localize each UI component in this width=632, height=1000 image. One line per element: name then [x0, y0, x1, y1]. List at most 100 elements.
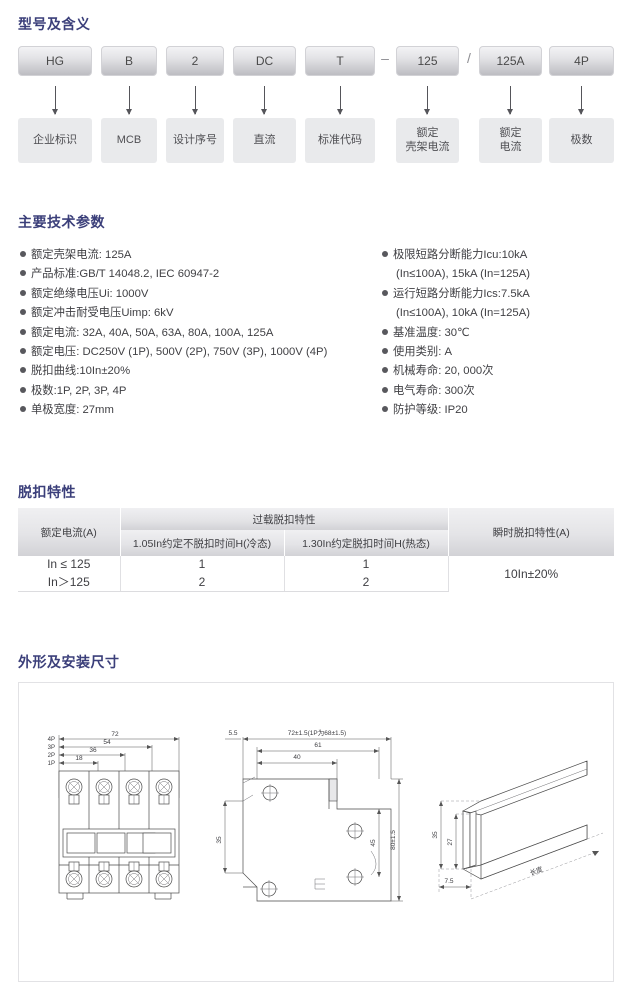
spec-left-text: 单极宽度: 27mm	[31, 404, 114, 417]
cell-cold-time: 1	[120, 556, 285, 572]
spec-left-item: 额定壳架电流: 125A	[20, 246, 370, 265]
bullet-icon	[20, 386, 26, 393]
dim-label-45: 45	[370, 839, 377, 847]
dimension-drawings-container: 72 54 36 18 4P 3P 2P 1P	[18, 682, 614, 982]
meaning-box-125a: 额定 电流	[479, 118, 542, 163]
pole-label-4p: 4P	[48, 737, 55, 743]
spec-left-item: 额定绝缘电压Ui: 1000V	[20, 285, 370, 304]
spec-list-right: 极限短路分断能力Icu:10kA (In≤100A), 15kA (In=125A…	[382, 246, 632, 421]
rail-web	[462, 810, 471, 870]
spec-right-text: 电气寿命: 300次	[393, 384, 475, 397]
dim-label-72: 72	[111, 731, 119, 738]
spec-left-text: 额定壳架电流: 125A	[31, 249, 132, 261]
code-box-hg: HG	[18, 46, 92, 76]
spec-right-item: 基准温度: 30℃	[382, 324, 632, 343]
drawing-front-view: 72 54 36 18 4P 3P 2P 1P	[48, 731, 180, 900]
spec-left-text: 极数:1P, 2P, 3P, 4P	[31, 384, 127, 397]
spec-left-text: 脱扣曲线:10In±20%	[31, 365, 131, 378]
spec-left-text: 额定电流: 32A, 40A, 50A, 63A, 80A, 100A, 125…	[31, 326, 274, 339]
bullet-icon	[20, 309, 26, 316]
spec-right-text: 基准温度: 30℃	[393, 326, 470, 339]
spec-left-item: 额定电流: 32A, 40A, 50A, 63A, 80A, 100A, 125…	[20, 324, 370, 343]
front-top-terminals	[65, 778, 173, 805]
cell-instant-value: 10In±20%	[504, 566, 559, 581]
th-rated-current: 额定电流(A)	[18, 508, 121, 556]
section-title-trip: 脱扣特性	[18, 484, 76, 500]
bullet-icon	[382, 328, 388, 335]
spec-list-left: 额定壳架电流: 125A 产品标准:GB/T 14048.2, IEC 60947…	[20, 246, 370, 421]
meaning-box-4p: 极数	[549, 118, 614, 163]
spec-right-item: 极限短路分断能力Icu:10kA	[382, 246, 632, 265]
dim-label-61: 61	[314, 742, 322, 749]
spec-right-item: 防护等级: IP20	[382, 401, 632, 420]
arrow-down-7	[507, 86, 513, 115]
bullet-icon	[20, 328, 26, 335]
dim-label-35-side: 35	[216, 836, 223, 844]
rail-top-flange	[462, 760, 588, 816]
bullet-icon	[20, 270, 26, 277]
spec-right-text: 防护等级: IP20	[393, 404, 468, 417]
cell-cold-time: 2	[120, 572, 285, 592]
code-box-b: B	[101, 46, 157, 76]
cell-rated-current: In＞125	[18, 572, 121, 592]
bullet-icon	[20, 348, 26, 355]
meaning-box-125: 额定 壳架电流	[396, 118, 459, 163]
section-title-model: 型号及含义	[18, 16, 91, 32]
dimension-drawings-svg: 72 54 36 18 4P 3P 2P 1P	[48, 728, 604, 902]
spec-left-text: 额定绝缘电压Ui: 1000V	[31, 287, 149, 300]
spec-right-continuation: (In≤100A), 10kA (In=125A)	[396, 307, 530, 320]
dim-label-40: 40	[293, 754, 301, 761]
arrow-down-2	[126, 86, 132, 115]
bullet-icon	[382, 348, 388, 355]
arrow-down-6	[424, 86, 430, 115]
dim-label-5-5: 5.5	[228, 730, 237, 737]
bullet-icon	[20, 406, 26, 413]
front-bottom-terminals	[65, 861, 173, 888]
pole-label-1p: 1P	[48, 761, 55, 767]
dim-label-54: 54	[103, 739, 111, 746]
bullet-icon	[382, 289, 388, 296]
spec-left-item: 产品标准:GB/T 14048.2, IEC 60947-2	[20, 265, 370, 284]
spec-right-item: 运行短路分断能力Ics:7.5kA	[382, 285, 632, 304]
dim-label-18: 18	[75, 755, 83, 762]
spec-right-text: 机械寿命: 20, 000次	[393, 365, 494, 378]
spec-right-text: 使用类别: A	[393, 346, 453, 359]
spec-left-item: 单极宽度: 27mm	[20, 401, 370, 420]
code-box-125: 125	[396, 46, 459, 76]
bullet-icon	[20, 251, 26, 257]
separator-slash: /	[467, 50, 471, 66]
dim-label-rail-27: 27	[447, 838, 454, 846]
spec-left-item: 脱扣曲线:10In±20%	[20, 362, 370, 381]
section-title-dimensions: 外形及安装尺寸	[18, 654, 120, 670]
spec-left-text: 额定冲击耐受电压Uimp: 6kV	[31, 307, 174, 320]
bullet-icon	[20, 367, 26, 374]
arrow-down-1	[52, 86, 58, 115]
th-overload-group: 过载脱扣特性	[120, 508, 449, 530]
spec-right-continuation: (In≤100A), 15kA (In=125A)	[396, 268, 530, 281]
meaning-box-hg: 企业标识	[18, 118, 92, 163]
code-box-4p: 4P	[549, 46, 614, 76]
spec-right-item: 使用类别: A	[382, 343, 632, 362]
cell-rated-current: In ≤ 125	[18, 556, 121, 572]
dim-label-rail-7-5: 7.5	[444, 878, 453, 885]
pole-label-2p: 2P	[48, 753, 55, 759]
separator-dash: –	[381, 50, 389, 66]
front-dim-arrowheads	[59, 737, 179, 765]
pole-label-3p: 3P	[48, 745, 55, 751]
meaning-box-dc: 直流	[233, 118, 296, 163]
spec-left-text: 额定电压: DC250V (1P), 500V (2P), 750V (3P),…	[31, 346, 328, 359]
bullet-icon	[382, 406, 388, 413]
spec-left-text: 产品标准:GB/T 14048.2, IEC 60947-2	[31, 268, 220, 281]
dim-label-80: 80±1.5	[390, 830, 397, 850]
bullet-icon	[20, 289, 26, 296]
meaning-box-b: MCB	[101, 118, 157, 163]
code-box-t: T	[305, 46, 375, 76]
bullet-icon	[382, 367, 388, 374]
arrow-down-4	[261, 86, 267, 115]
arrow-down-8	[578, 86, 584, 115]
spec-left-item: 极数:1P, 2P, 3P, 4P	[20, 382, 370, 401]
code-box-2: 2	[166, 46, 224, 76]
